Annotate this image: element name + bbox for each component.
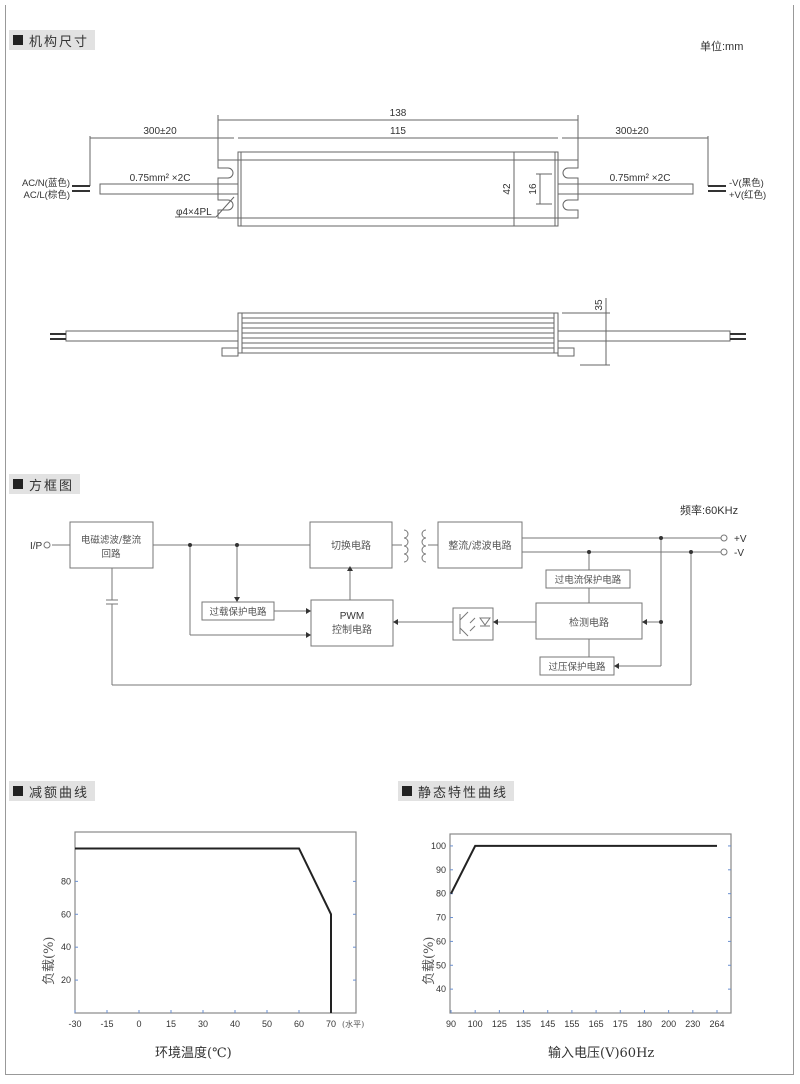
x-tick-label: 90	[446, 1019, 456, 1029]
x-tick-label: 180	[637, 1019, 652, 1029]
ocp-block	[545, 569, 631, 589]
output-pos-label: +V(红色)	[729, 189, 766, 201]
section-title-block: 方框图	[9, 474, 81, 494]
emi-block-line2: 回路	[101, 548, 121, 560]
top-view-body	[237, 151, 559, 227]
y-tick-label: 50	[436, 960, 446, 970]
mechanical-drawing: 138 115 300±20 300±20 0.75mm² ×2C 0.75mm…	[22, 108, 766, 366]
x-tick-label: 155	[564, 1019, 579, 1029]
bullet-square-icon	[13, 35, 23, 45]
section-title-derating: 减额曲线	[9, 781, 96, 801]
static-ylabel: 负载(%)	[422, 936, 437, 986]
emi-block-line1: 电磁滤波/整流	[81, 534, 142, 546]
output-neg-label: -V(黑色)	[729, 177, 764, 189]
pwm-block-line2: 控制电路	[332, 623, 372, 636]
input-n-label: AC/N(蓝色)	[22, 177, 70, 189]
bullet-square-icon	[402, 786, 412, 796]
input-label: I/P	[30, 541, 43, 552]
x-tick-label: -15	[100, 1019, 113, 1029]
y-tick-label: 80	[436, 889, 446, 899]
optocoupler-block	[452, 607, 494, 641]
section-title-text: 机构尺寸	[29, 34, 90, 50]
x-tick-label: 165	[589, 1019, 604, 1029]
x-tick-label: 30	[198, 1019, 208, 1029]
x-tick-label: 100	[468, 1019, 483, 1029]
x-tick-label: 135	[516, 1019, 531, 1029]
plot-frame	[74, 831, 357, 1014]
y-tick-label: 60	[61, 909, 71, 919]
dim-slot: 16	[528, 183, 539, 195]
section-title-mechanical: 机构尺寸	[9, 30, 96, 50]
section-title-text: 减额曲线	[29, 785, 90, 801]
section-title-text: 方框图	[29, 478, 75, 494]
section-title-static: 静态特性曲线	[398, 781, 515, 801]
x-tick-label: 175	[613, 1019, 628, 1029]
derating-chart: 20 40 60 80 -30 -15 0 15 30 40 50 60 70 (水平)	[61, 831, 364, 1029]
y-tick-label: 70	[436, 913, 446, 923]
x-tick-label: 70	[326, 1019, 336, 1029]
freq-note: 频率:60KHz	[680, 505, 739, 517]
cable-spec-left: 0.75mm² ×2C	[130, 173, 191, 184]
x-tick-label: -30	[68, 1019, 81, 1029]
section-title-text: 静态特性曲线	[418, 785, 509, 801]
x-tick-label: 200	[661, 1019, 676, 1029]
page-frame	[5, 5, 794, 1075]
switch-block-label: 切换电路	[331, 539, 371, 552]
dim-height: 42	[502, 183, 513, 195]
static-chart: 40 50 60 70 80 90 100 90 100 125 135 145 155 165 175 18…	[431, 833, 732, 1029]
x-tick-label: 264	[709, 1019, 724, 1029]
ocp-block-label: 过电流保护电路	[555, 574, 622, 586]
ovp-block-label: 过压保护电路	[548, 661, 606, 673]
block-diagram: I/P 电磁滤波/整流 回路 切换电路 整流/滤波电路 过载保护电路 PWM 控…	[30, 521, 747, 686]
unit-note: 单位:mm	[700, 41, 744, 53]
y-tick-label: 60	[436, 936, 446, 946]
y-tick-label: 100	[431, 841, 446, 851]
bullet-square-icon	[13, 479, 23, 489]
dim-body: 115	[390, 126, 406, 137]
derating-xlabel: 环境温度(℃)	[155, 1046, 232, 1061]
x-tick-label: 230	[685, 1019, 700, 1029]
rect-block-label: 整流/滤波电路	[448, 539, 511, 552]
plot-frame	[449, 833, 732, 1014]
y-tick-label: 40	[436, 984, 446, 994]
dim-lead-right: 300±20	[615, 126, 649, 137]
detect-block-label: 检测电路	[569, 616, 609, 629]
y-tick-label: 90	[436, 865, 446, 875]
x-tick-label: 125	[492, 1019, 507, 1029]
x-tick-label: 50	[262, 1019, 272, 1029]
hole-label: φ4×4PL	[176, 207, 212, 218]
static-xlabel: 输入电压(V)60Hz	[548, 1046, 655, 1061]
x-tick-label: 15	[166, 1019, 176, 1029]
overload-block-label: 过载保护电路	[209, 606, 267, 618]
cable-spec-right: 0.75mm² ×2C	[610, 173, 671, 184]
output-pos-terminal: +V	[734, 534, 747, 545]
dim-total: 138	[390, 108, 407, 119]
bullet-square-icon	[13, 786, 23, 796]
pwm-block	[310, 599, 394, 647]
derating-ylabel: 负载(%)	[42, 936, 57, 986]
dim-lead-left: 300±20	[143, 126, 177, 137]
y-tick-label: 80	[61, 876, 71, 886]
x-tick-label: 60	[294, 1019, 304, 1029]
input-l-label: AC/L(棕色)	[24, 189, 70, 201]
y-tick-label: 40	[61, 942, 71, 952]
output-neg-terminal: -V	[734, 548, 744, 559]
x-unit-note: (水平)	[342, 1019, 364, 1029]
y-tick-label: 20	[61, 975, 71, 985]
x-tick-label: 40	[230, 1019, 240, 1029]
x-tick-label: 0	[136, 1019, 141, 1029]
pwm-block-line1: PWM	[340, 611, 364, 622]
x-tick-label: 145	[540, 1019, 555, 1029]
derating-line	[75, 847, 332, 1013]
dim-depth: 35	[594, 299, 605, 311]
static-line	[450, 844, 717, 895]
